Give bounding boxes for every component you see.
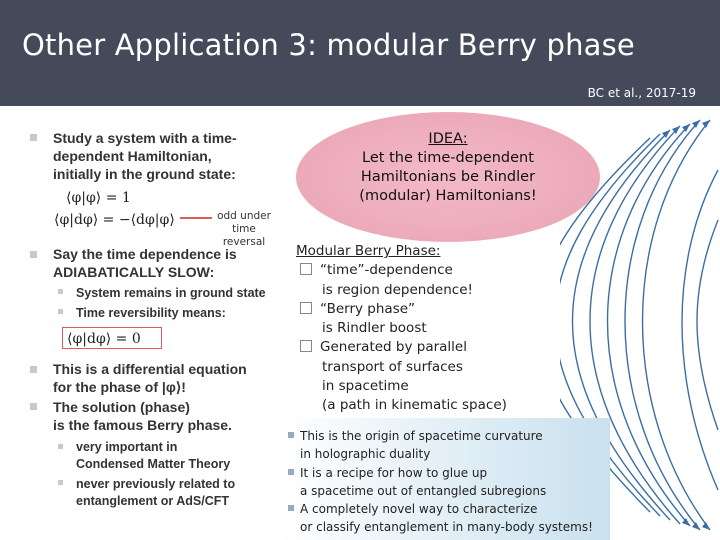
citation: BC et al., 2017-19 [587,86,696,100]
curve-path [641,119,711,531]
sub-bullet-marker [58,289,63,294]
bullet-marker [288,505,294,512]
bullet-adiabatic-line1: Say the time dependence is [53,246,237,262]
bullet-marker [288,432,294,438]
sub-bullet-ground-state: System remains in ground state [76,286,266,300]
slide-title: Other Application 3: modular Berry phase [22,28,635,62]
idea-heading: IDEA: [428,131,468,147]
idea-ellipse [296,112,600,242]
curve-arrowhead [692,522,700,530]
bullet-study-line3: initially in the ground state: [53,166,236,182]
curve-path [681,169,719,491]
curve-path [624,119,701,531]
curve-path [560,133,661,517]
curve-arrowhead [682,124,690,132]
bullet-differential-line1: This is a differential equation [53,361,247,377]
curve-arrowhead [702,120,710,128]
checkbox-bullet-icon [300,301,312,314]
curve-path [589,125,681,525]
bullet-study-line1: Study a system with a time- [53,130,237,146]
sub-bullet-marker [58,309,63,314]
idea-line: Hamiltonians be Rindler [360,169,536,185]
summary-list: This is the origin of spacetime curvatur… [288,427,593,537]
bullet-marker [30,366,37,373]
sub-bullet-time-reversibility: Time reversibility means: [76,306,226,320]
checkbox-bullet-icon [300,263,312,276]
bullet-differential-line2: for the phase of |φ⟩! [53,379,186,395]
sub-bullet-condensed-2: Condensed Matter Theory [76,457,231,471]
odd-under-time-reversal-note: odd under time reversal [217,210,271,248]
bullet-solution-line2: is the famous Berry phase. [53,417,232,433]
curve-arrowhead [692,120,700,128]
slide-header: Other Application 3: modular Berry phase… [0,0,720,106]
bullet-adiabatic-line2: ADIABATICALLY SLOW: [53,264,215,280]
curve-arrowhead [662,130,670,138]
bullet-marker [30,134,37,141]
sub-bullet-never-1: never previously related to [76,477,236,491]
sub-bullet-marker [58,444,63,449]
idea-line: (modular) Hamiltonians! [359,188,537,204]
normalization-equation: ⟨φ|φ⟩ = 1 [66,190,131,206]
modular-berry-phase-block: Modular Berry Phase: “time”-dependence i… [296,243,507,414]
curve-path [696,219,719,431]
curve-arrowhead [672,126,680,134]
bullet-marker [30,251,37,258]
sub-bullet-marker [58,480,63,485]
curve-path [571,129,671,521]
bullet-solution-line1: The solution (phase) [53,399,190,415]
summary-panel [282,418,610,540]
modular-heading: Modular Berry Phase: [296,243,441,259]
curve-arrowhead [702,522,710,530]
curve-arrowhead [682,518,690,526]
sub-bullet-never-2: entanglement or AdS/CFT [76,494,230,508]
idea-line: Let the time-dependent [362,150,534,166]
bullet-marker [288,468,294,475]
bullet-marker [30,403,37,410]
boxed-berry-condition: ⟨φ|dφ⟩ = 0 [62,327,162,349]
odd-arrow [180,217,212,219]
curve-path [606,123,691,527]
sub-bullet-condensed-1: very important in [76,440,178,454]
checkbox-bullet-icon [300,340,312,353]
bullet-study-line2: dependent Hamiltonian, [53,148,212,164]
antisymmetry-equation: ⟨φ|dφ⟩ = −⟨dφ|φ⟩ [54,212,175,228]
idea-callout: IDEA: Let the time-dependent Hamiltonian… [296,130,600,206]
